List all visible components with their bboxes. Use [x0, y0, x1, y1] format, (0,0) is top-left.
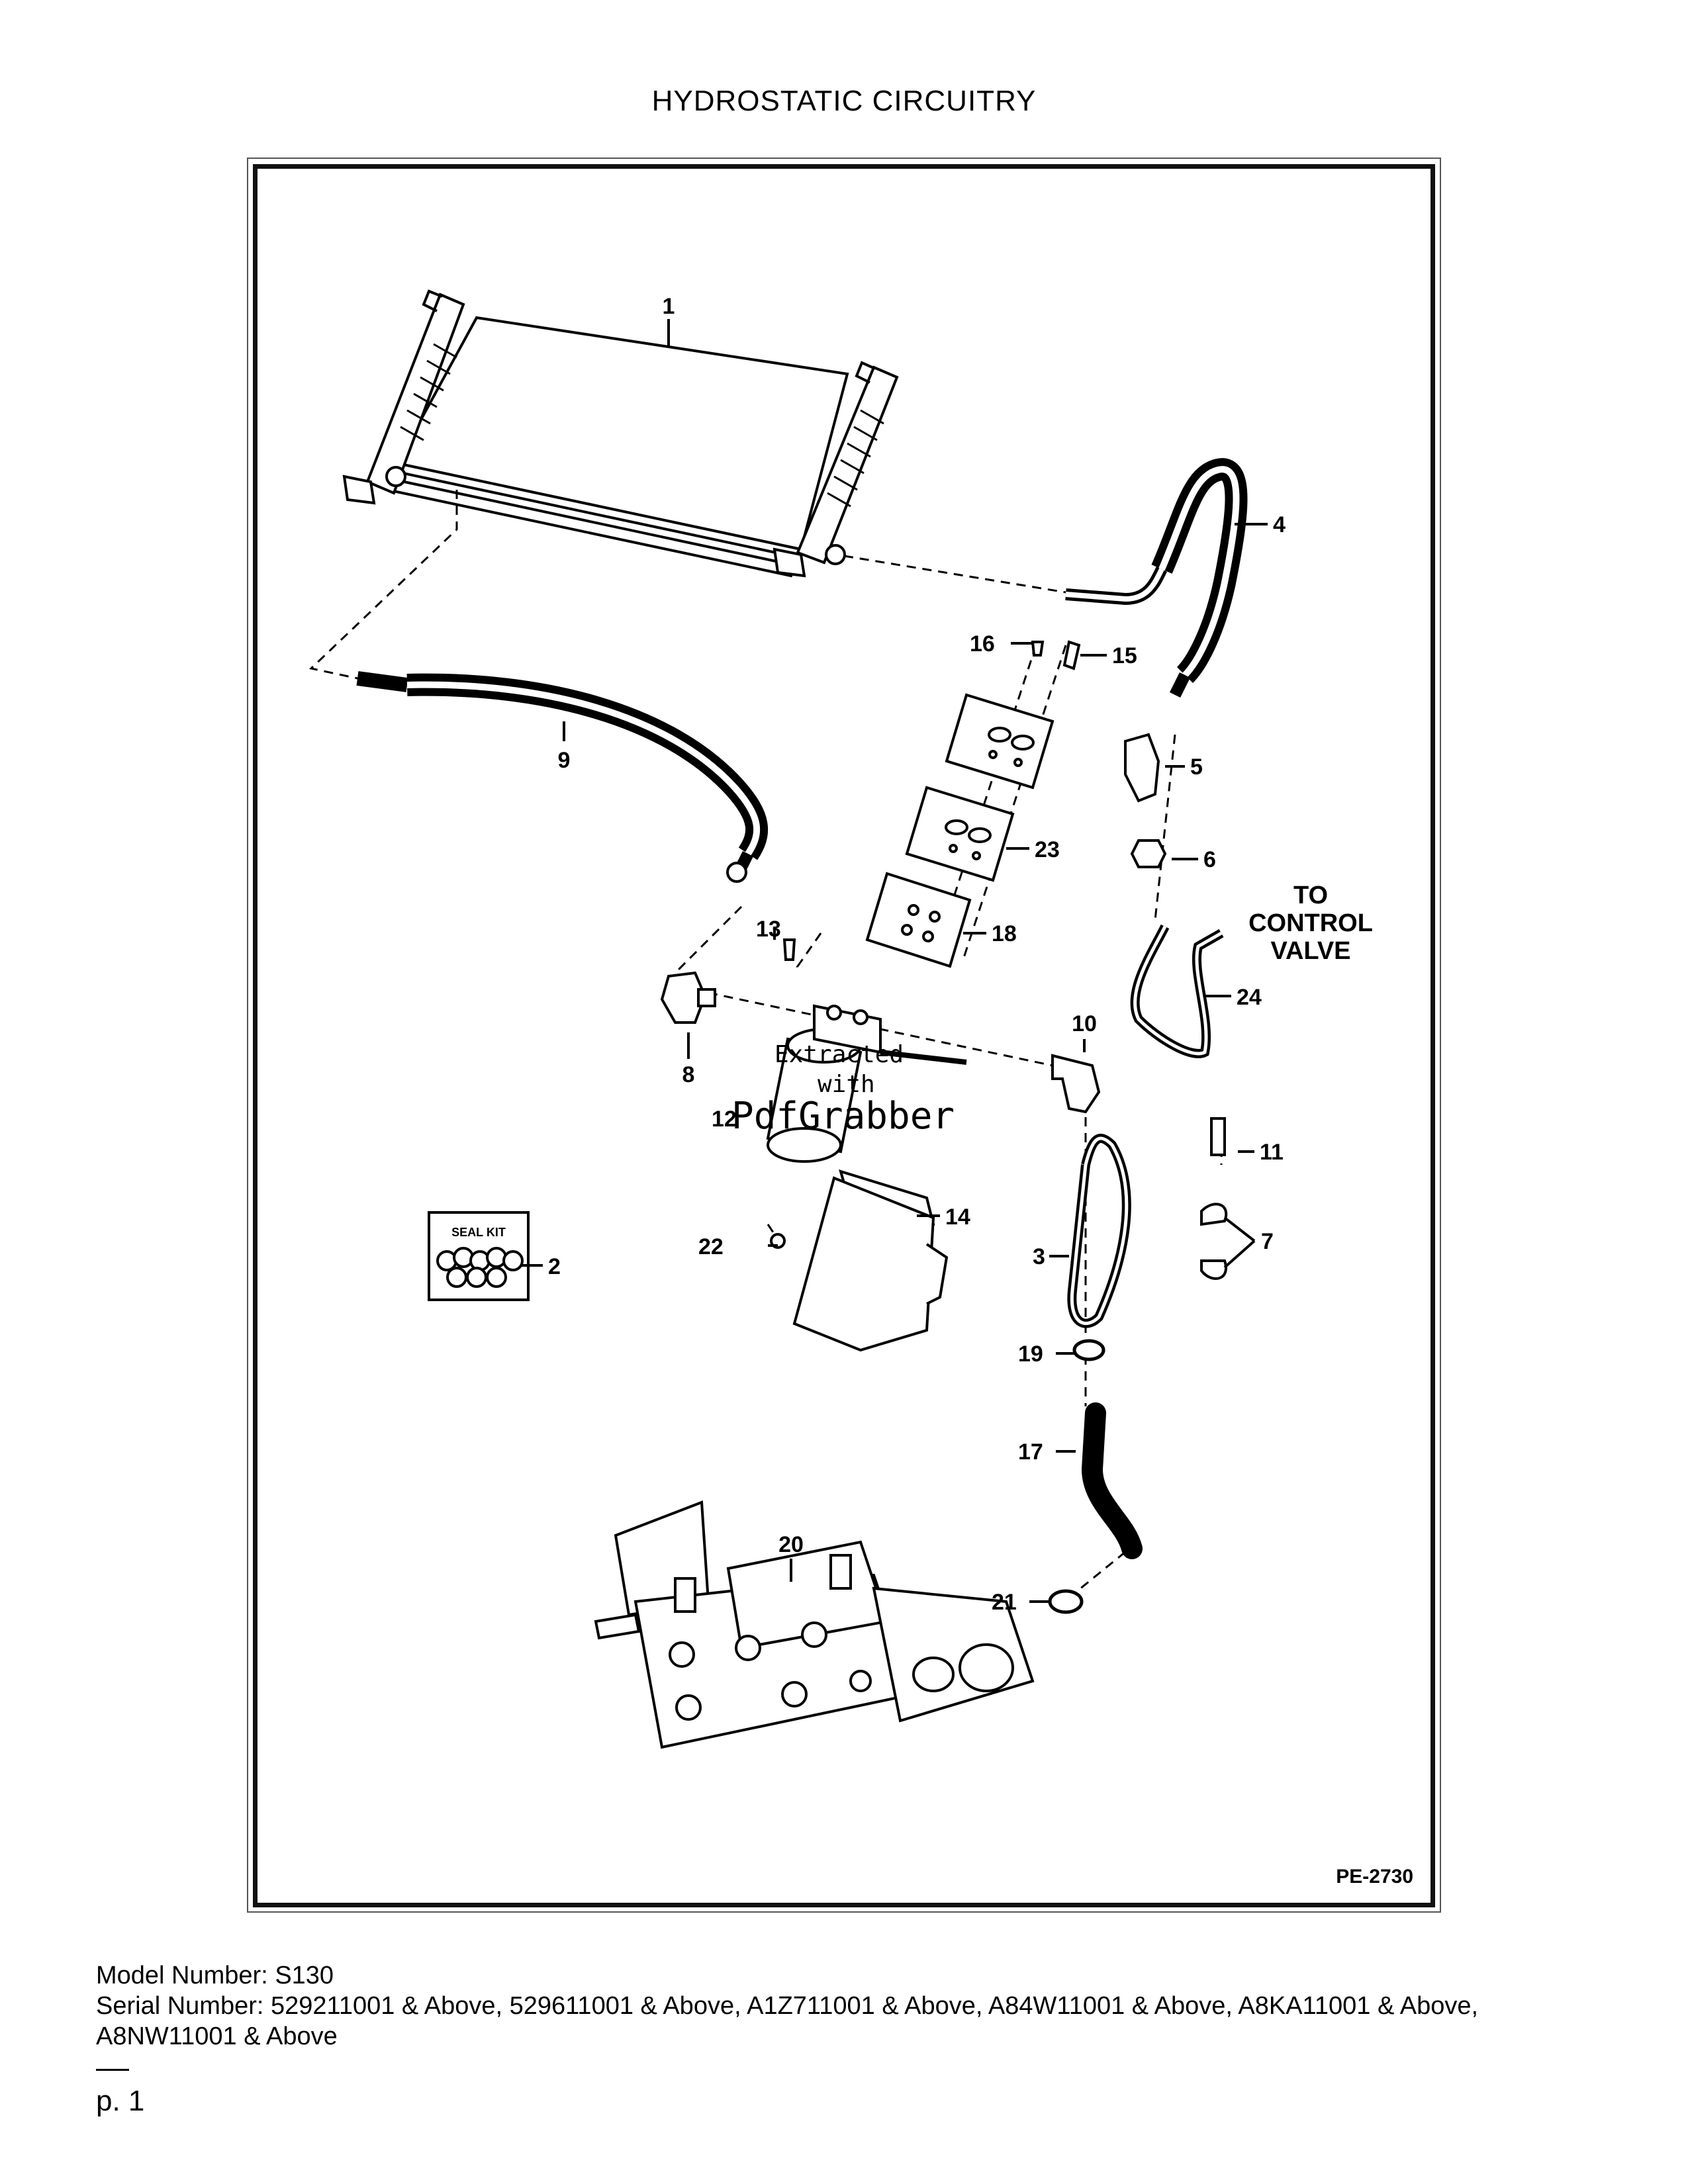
clamp-19-part — [1072, 1339, 1105, 1361]
callout-2: 2 — [548, 1254, 561, 1279]
destination-line-2: CONTROL — [1248, 909, 1373, 937]
page-number: p. 1 — [96, 2085, 145, 2117]
destination-line-1: TO — [1293, 882, 1328, 909]
callout-19: 19 — [1018, 1342, 1043, 1367]
bracket-14-part — [792, 1169, 949, 1352]
oil-cooler-part — [342, 289, 899, 578]
hose-4-part — [1065, 458, 1248, 698]
page-number-rule — [96, 2069, 129, 2071]
fittings-5-6-part — [1124, 733, 1167, 868]
callout-14: 14 — [945, 1205, 970, 1230]
callout-1: 1 — [663, 294, 675, 319]
footer-info: Model Number: S130 Serial Number: 529211… — [96, 1960, 1592, 2052]
callout-20: 20 — [778, 1532, 804, 1557]
callout-7: 7 — [1261, 1229, 1274, 1254]
drawing-code: PE-2730 — [1336, 1866, 1413, 1888]
elbow-8-part — [660, 971, 716, 1024]
leader-lines — [520, 319, 1268, 1603]
parts-diagram: 1 2 3 4 5 6 7 8 9 10 11 12 13 14 15 16 1… — [308, 289, 1413, 1888]
filter-12-part — [766, 1004, 967, 1163]
callout-11: 11 — [1260, 1140, 1284, 1165]
callout-labels: 1 2 3 4 5 6 7 8 9 10 11 12 13 14 15 16 1… — [548, 294, 1286, 1615]
filter-plates — [782, 640, 1081, 968]
hose-17-part — [1081, 1402, 1143, 1559]
callout-5: 5 — [1190, 754, 1203, 780]
callout-13: 13 — [756, 917, 781, 942]
watermark-line-1: Extracted — [774, 1041, 904, 1068]
callout-21: 21 — [992, 1590, 1017, 1615]
seal-kit-label: SEAL KIT — [451, 1226, 506, 1239]
callout-10: 10 — [1072, 1011, 1097, 1036]
watermark-line-2: with — [818, 1071, 875, 1098]
callout-15: 15 — [1112, 643, 1137, 668]
page-title: HYDROSTATIC CIRCUITRY — [651, 85, 1037, 117]
callout-22: 22 — [698, 1234, 724, 1259]
tube-24-part — [1130, 924, 1224, 1058]
diagram-frame-outer — [247, 158, 1441, 1913]
bolt-11-clamps-7 — [1200, 1117, 1228, 1280]
hose-9-part — [356, 671, 769, 883]
hydrostatic-pump-part — [594, 1500, 1035, 1749]
callout-18: 18 — [992, 921, 1017, 946]
destination-line-3: VALVE — [1270, 937, 1350, 965]
elbow-10-part — [1051, 1054, 1101, 1114]
callout-4: 4 — [1273, 512, 1286, 537]
callout-3: 3 — [1033, 1244, 1045, 1269]
callout-12: 12 — [712, 1107, 737, 1132]
callout-6: 6 — [1203, 847, 1216, 872]
callout-17: 17 — [1018, 1439, 1043, 1465]
callout-24: 24 — [1237, 985, 1262, 1010]
callout-16: 16 — [970, 631, 995, 657]
clamp-21-part — [1048, 1589, 1084, 1614]
model-number: Model Number: S130 — [96, 1962, 334, 1989]
callout-8: 8 — [682, 1062, 695, 1087]
to-control-valve-label: TO CONTROL VALVE — [1248, 882, 1373, 965]
watermark-line-3: PdfGrabber — [731, 1095, 955, 1138]
serial-numbers: Serial Number: 529211001 & Above, 529611… — [96, 1992, 1479, 2050]
diagram-frame — [253, 164, 1435, 1907]
callout-9: 9 — [558, 748, 571, 773]
callout-23: 23 — [1035, 837, 1060, 862]
seal-kit-part — [428, 1211, 530, 1301]
pdfgrabber-watermark: Extracted with PdfGrabber — [731, 1041, 955, 1138]
